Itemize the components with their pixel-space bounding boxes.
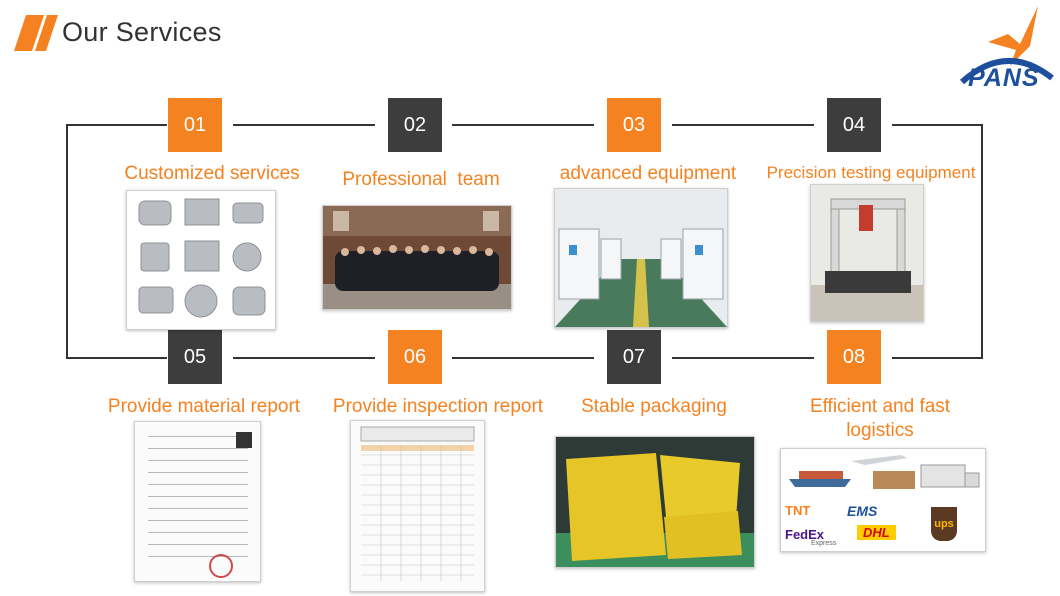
workshop-image xyxy=(554,188,728,328)
step-label-05: Provide material report xyxy=(107,396,301,417)
step-number-01: 01 xyxy=(168,98,222,152)
connector-line xyxy=(981,124,983,359)
packaging-boxes-image xyxy=(555,436,755,568)
step-label-02: Professional team xyxy=(342,169,500,190)
connector-line xyxy=(892,357,983,359)
testing-equipment-image xyxy=(810,184,924,322)
material-report-document xyxy=(134,421,261,582)
step-number-07: 07 xyxy=(607,330,661,384)
connector-line xyxy=(672,357,814,359)
step-label-08-line2: logistics xyxy=(846,420,914,441)
step-label-04: Precision testing equipment xyxy=(766,163,976,182)
tnt-logo-text: TNT xyxy=(785,503,811,518)
fedex-logo-text: FedEx xyxy=(785,527,825,542)
dhl-logo-text: DHL xyxy=(857,525,896,540)
step-label-07: Stable packaging xyxy=(581,396,727,417)
machined-parts-image xyxy=(126,190,276,330)
inspection-report-document xyxy=(350,420,485,592)
title-accent-icon xyxy=(14,15,58,51)
step-number-03: 03 xyxy=(607,98,661,152)
step-number-08: 08 xyxy=(827,330,881,384)
logo-text: PANS xyxy=(968,64,1040,92)
connector-line xyxy=(233,124,375,126)
logistics-brands-image: TNT EMS FedEx Express DHL ups xyxy=(780,448,986,552)
ems-logo-text: EMS xyxy=(847,503,878,519)
stamp-icon xyxy=(209,554,233,578)
team-photo xyxy=(322,205,512,310)
connector-line xyxy=(66,357,167,359)
step-label-03: advanced equipment xyxy=(559,163,737,184)
connector-line xyxy=(452,124,594,126)
connector-line xyxy=(672,124,814,126)
qr-code-icon xyxy=(236,432,252,448)
step-number-02: 02 xyxy=(388,98,442,152)
connector-line xyxy=(66,124,167,126)
pans-logo-icon xyxy=(959,6,1054,85)
connector-line xyxy=(892,124,983,126)
connector-line xyxy=(66,124,68,359)
step-number-04: 04 xyxy=(827,98,881,152)
step-number-05: 05 xyxy=(168,330,222,384)
fedex-express-text: Express xyxy=(811,540,837,547)
connector-line xyxy=(452,357,594,359)
step-label-08-line1: Efficient and fast xyxy=(809,396,951,417)
step-label-01: Customized services xyxy=(124,163,300,184)
step-number-06: 06 xyxy=(388,330,442,384)
connector-line xyxy=(233,357,375,359)
page-title: Our Services xyxy=(62,17,222,47)
ups-logo-text: ups xyxy=(931,507,957,541)
step-label-06: Provide inspection report xyxy=(332,396,544,417)
